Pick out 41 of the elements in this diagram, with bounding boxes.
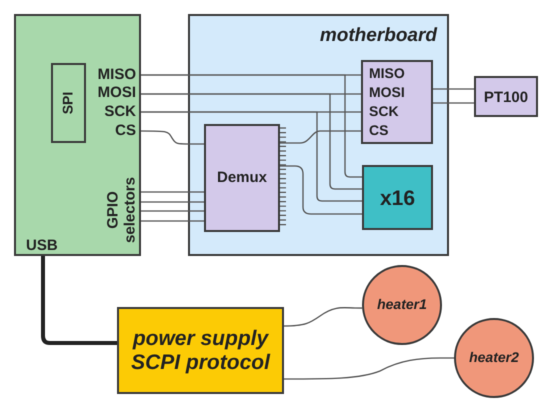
- pin-label: CS: [369, 123, 388, 137]
- pin-label: MOSI: [369, 85, 405, 99]
- interface-label: SPI: [60, 90, 76, 116]
- wire: [41, 256, 117, 345]
- chip-box: [362, 165, 433, 230]
- wire: [284, 357, 454, 380]
- pin-label: GPIO selectors: [106, 176, 138, 245]
- chip-label: Demux: [216, 170, 268, 185]
- wire: [433, 88, 474, 90]
- pin-label: MISO: [98, 67, 136, 82]
- wire: [141, 93, 362, 190]
- board-title: motherboard: [320, 26, 437, 45]
- port-label: USB: [26, 238, 58, 253]
- wire: [280, 165, 362, 215]
- wire: [141, 111, 362, 202]
- wire: [141, 220, 204, 222]
- chip-box: [361, 60, 433, 144]
- interface-box: [51, 63, 86, 143]
- pin-label: SCK: [104, 104, 136, 119]
- wire: [141, 74, 362, 178]
- pin-label: MISO: [369, 66, 405, 80]
- wire: [141, 210, 204, 212]
- board-box: [14, 14, 141, 256]
- pin-label: SCK: [369, 104, 399, 118]
- chip-box: [204, 124, 280, 232]
- pin-label: CS: [115, 123, 136, 138]
- wire: [141, 201, 204, 203]
- board-box: [188, 14, 449, 256]
- heater-label: heater1: [376, 297, 428, 311]
- pin-label: MOSI: [98, 85, 136, 100]
- wire: [141, 130, 204, 145]
- sensor-label: PT100: [482, 90, 530, 105]
- wire: [433, 102, 474, 104]
- power-supply-label: power supply SCPI protocol: [130, 327, 272, 376]
- heater-label: heater2: [468, 350, 520, 364]
- wire: [141, 191, 204, 193]
- wire: [284, 307, 362, 327]
- wire: [280, 130, 361, 144]
- sensor-box: [474, 76, 538, 117]
- chip-label: x16: [378, 188, 416, 209]
- power-supply-box: [117, 307, 284, 394]
